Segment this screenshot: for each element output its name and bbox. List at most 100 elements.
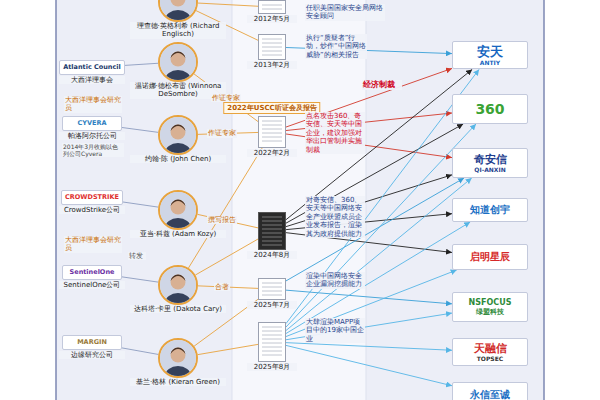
note-label: 对奇安信、360、安天等中国网络安全产业联盟成员企业发布报告，渲染其为政府提供能… [305, 196, 365, 238]
person-name: 理查德·英格利希 (Richard Englisch) [130, 22, 226, 39]
person-photo [160, 0, 196, 20]
document-page [259, 279, 285, 299]
document-page [259, 323, 285, 361]
connector [122, 128, 158, 133]
org-name: 大西洋理事会 [59, 76, 125, 84]
note-label: 转发 [128, 252, 146, 260]
person-name: 亚当·科兹 (Adam Kozy) [130, 230, 226, 238]
document-page [259, 213, 285, 249]
person-circle: 基兰·格林 (Kieran Green) [158, 338, 198, 378]
person-photo [160, 267, 196, 303]
connector [198, 214, 258, 228]
connector [125, 63, 158, 65]
org-logo: SentinelOne [70, 269, 115, 277]
document-thumb: 2022年USCC听证会及报告2022年2月 [258, 116, 286, 148]
document-thumb: 2012年5月 [258, 0, 286, 14]
org-logo: CROWDSTRIKE [65, 194, 119, 202]
person-photo [160, 192, 196, 228]
connector [286, 290, 452, 304]
note-label: 大西洋理事会研究员 [64, 96, 122, 113]
edge-label: 作证专家 [207, 129, 237, 137]
doc-date: 2025年8月 [247, 363, 297, 371]
note-label: 点名攻击360、奇安信、安天等中国企业，建议加强对华出口管制并实施制裁 [305, 112, 365, 154]
company-logo-text: TOPSEC [477, 355, 503, 362]
document-page [259, 1, 285, 13]
org-logo-box: CYVERA帕洛阿尔托公司 [62, 116, 122, 131]
person-circle: 达科塔·卡里 (Dakota Cary) [158, 265, 198, 305]
org-logo: MARGIN [77, 339, 107, 347]
company-logo-box: 永信至诚 [452, 382, 528, 400]
doc-date: 2022年2月 [247, 149, 297, 157]
connector [286, 343, 452, 351]
org-logo-box: SentinelOneSentinelOne公司 [62, 265, 122, 280]
person-photo [160, 192, 196, 228]
company-logo-text: 永信至诚 [470, 389, 510, 400]
company-logo-box: 安天ANTIY [452, 41, 528, 70]
connector [198, 3, 258, 6]
org-name: SentinelOne公司 [59, 281, 125, 289]
company-logo-text: ANTIY [480, 59, 500, 66]
company-logo-text: 360 [475, 101, 504, 118]
org-logo: Atlantic Council [63, 64, 121, 72]
edge-label: 合著 [214, 283, 230, 291]
edge-label: 作证专家 [211, 94, 241, 102]
org-logo-box: MARGIN边缘研究公司 [62, 335, 122, 350]
note-label: 渲染中国网络安全企业漏洞挖掘能力 [305, 272, 365, 289]
person-name: 约翰·陈 (John Chen) [130, 155, 226, 163]
company-logo-text: 绿盟科技 [476, 308, 504, 316]
company-logo-box: 知道创宇 [452, 198, 528, 222]
person-photo [160, 117, 196, 153]
diagram-panel [56, 0, 544, 400]
company-logo-text: QI-ANXIN [474, 166, 505, 173]
org-name: 帕洛阿尔托公司 [59, 132, 125, 140]
person-photo [160, 340, 196, 376]
document-thumb: 2013年2月 [258, 34, 286, 60]
company-logo-box: 天融信TOPSEC [452, 338, 528, 366]
company-logo-box: 奇安信QI-ANXIN [452, 148, 528, 178]
org-logo: CYVERA [78, 120, 107, 128]
person-circle: 约翰·陈 (John Chen) [158, 115, 198, 155]
connector [286, 178, 464, 281]
connector [286, 222, 470, 334]
band-edge [232, 0, 233, 400]
connector [286, 124, 476, 327]
org-logo-box: CROWDSTRIKECrowdStrike公司 [61, 190, 123, 205]
connector [122, 348, 158, 355]
doc-date: 2012年5月 [247, 15, 297, 23]
document-page [259, 35, 285, 59]
doc-date: 2024年8月 [247, 251, 297, 259]
person-circle: 温诺娜·德松布雷 (Winnona DeSombre) [158, 42, 198, 82]
connector [122, 277, 158, 282]
doc-date: 2013年2月 [247, 61, 297, 69]
note-label: 执行“质疑者”行动，炒作“中国网络威胁”的相关报告 [305, 34, 367, 59]
note-label: 大肆渲染MAPP项目中的19家中国企业 [305, 318, 365, 343]
connector [188, 148, 262, 268]
person-name: 达科塔·卡里 (Dakota Cary) [130, 305, 226, 313]
person-circle: 理查德·英格利希 (Richard Englisch) [158, 0, 198, 22]
doc-date: 2025年7月 [247, 301, 297, 309]
person-circle: 亚当·科兹 (Adam Kozy) [158, 190, 198, 230]
person-photo [160, 117, 196, 153]
note-label: 经济制裁 [362, 80, 402, 90]
person-photo [160, 0, 196, 20]
org-name: CrowdStrike公司 [59, 206, 125, 214]
note-label: 大西洋理事会研究员 [64, 236, 122, 253]
document-page [259, 117, 285, 147]
company-logo-text: 启明星辰 [470, 251, 510, 263]
note-label: 2014年3月收购以色列公司Cyvera [62, 143, 124, 157]
company-logo-text: NSFOCUS [469, 298, 512, 308]
connector [286, 345, 452, 385]
connector [286, 178, 472, 331]
company-logo-text: 知道创宇 [470, 204, 510, 216]
company-logo-text: 安天 [477, 44, 503, 60]
org-logo-box: Atlantic Council大西洋理事会 [59, 60, 125, 75]
edge-label: 撰写报告 [207, 216, 237, 224]
document-thumb: 2025年8月 [258, 322, 286, 362]
person-photo [160, 267, 196, 303]
timeline-band [232, 0, 366, 400]
company-logo-box: NSFOCUS绿盟科技 [452, 292, 528, 322]
note-label: 任职美国国家安全局网络安全顾问 [305, 4, 385, 21]
person-name: 基兰·格林 (Kieran Green) [130, 378, 226, 386]
company-logo-text: 天融信 [474, 342, 507, 355]
person-photo [160, 44, 196, 80]
